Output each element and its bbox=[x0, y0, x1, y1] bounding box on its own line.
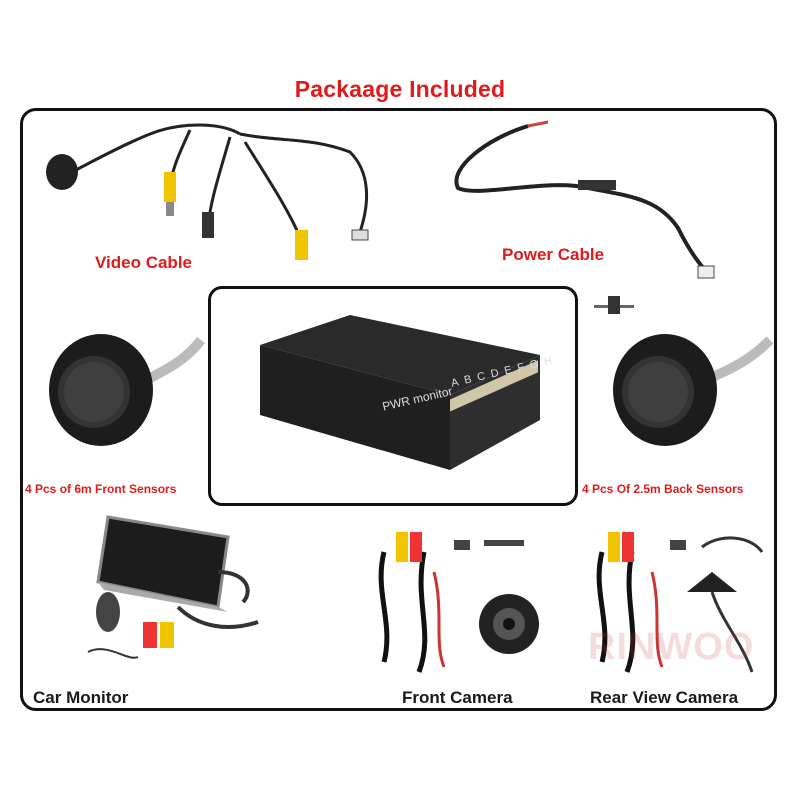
video-cable-label: Video Cable bbox=[95, 253, 192, 272]
power-cable-label: Power Cable bbox=[502, 245, 605, 264]
front-camera-label: Front Camera bbox=[402, 688, 513, 707]
rear-camera-label: Rear View Camera bbox=[590, 688, 739, 707]
port-label: G bbox=[528, 357, 540, 372]
front-sensor-image bbox=[49, 334, 205, 446]
brand-watermark: RINWOO bbox=[588, 626, 755, 668]
back-sensors-label: 4 Pcs Of 2.5m Back Sensors bbox=[582, 482, 744, 496]
port-label: F bbox=[516, 361, 526, 375]
front-camera-image bbox=[378, 532, 539, 673]
port-label: A bbox=[450, 376, 460, 390]
port-label: C bbox=[476, 370, 487, 384]
rear-camera-image bbox=[596, 532, 764, 673]
front-sensors-label: 4 Pcs of 6m Front Sensors bbox=[25, 482, 177, 496]
port-label: E bbox=[503, 364, 514, 378]
car-monitor-label: Car Monitor bbox=[33, 688, 129, 707]
port-label: B bbox=[463, 373, 473, 387]
control-box-image bbox=[260, 315, 540, 470]
page-title: Packaage Included bbox=[294, 76, 506, 102]
power-cable-image bbox=[454, 120, 715, 279]
drill-bit-icon bbox=[594, 296, 634, 314]
video-cable-image bbox=[46, 123, 369, 260]
car-monitor-image bbox=[87, 515, 259, 659]
back-sensor-image bbox=[613, 334, 774, 446]
port-label: D bbox=[489, 367, 501, 381]
